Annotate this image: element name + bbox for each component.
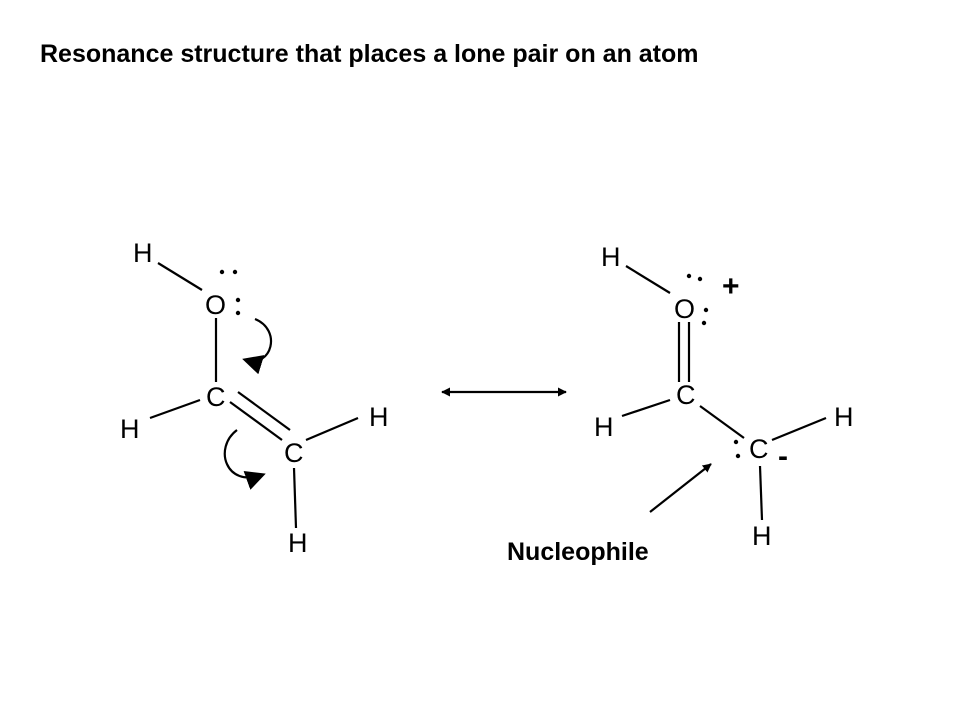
left-curved-arrow-lone-pair <box>242 317 273 375</box>
left-bond-h-o <box>157 262 203 291</box>
left-atom-o: O <box>205 290 226 320</box>
right-lone-pair-carbon <box>733 439 741 459</box>
left-lone-pair-right <box>235 297 241 316</box>
left-bond-h-c1 <box>149 398 201 420</box>
left-atom-c1: C <box>206 382 226 412</box>
left-atom-c2: C <box>284 438 304 468</box>
left-double-bond-c1-c2-b <box>237 391 291 431</box>
right-bond-h-o <box>625 265 671 294</box>
right-structure: H O C H C H H + - Nucleophile <box>507 242 854 566</box>
right-atom-h-bottom: H <box>752 521 772 551</box>
nucleophile-label: Nucleophile <box>507 538 649 566</box>
right-atom-h-right: H <box>834 402 854 432</box>
right-bond-c1-c2 <box>699 405 745 439</box>
left-bond-c2-h-bottom <box>292 467 298 529</box>
left-atom-h-left: H <box>120 414 140 444</box>
right-bond-c2-h-right <box>771 416 827 442</box>
page-title: Resonance structure that places a lone p… <box>40 40 699 68</box>
left-lone-pair-top <box>219 269 238 275</box>
left-atom-h-bottom: H <box>288 528 308 558</box>
left-curved-arrow-pi-bond <box>223 429 266 490</box>
right-bond-c2-h-bottom <box>758 465 764 521</box>
left-double-bond-c1-c2-a <box>229 401 283 441</box>
right-atom-c1: C <box>676 380 696 410</box>
right-lone-pair-oxygen-right <box>701 307 709 326</box>
left-structure: H O C H C H H <box>120 238 389 558</box>
left-atom-h-top: H <box>133 238 153 268</box>
left-bond-c2-h-right <box>305 416 359 442</box>
right-atom-h-top: H <box>601 242 621 272</box>
right-atom-c2: C <box>749 434 769 464</box>
right-atom-h-left: H <box>594 412 614 442</box>
right-negative-charge: - <box>778 440 788 473</box>
right-bond-h-c1 <box>621 398 671 418</box>
right-atom-o: O <box>674 294 695 324</box>
right-positive-charge: + <box>722 270 740 303</box>
right-lone-pair-oxygen-top <box>686 273 703 282</box>
left-atom-h-right: H <box>369 402 389 432</box>
nucleophile-pointer-arrow <box>649 463 712 513</box>
